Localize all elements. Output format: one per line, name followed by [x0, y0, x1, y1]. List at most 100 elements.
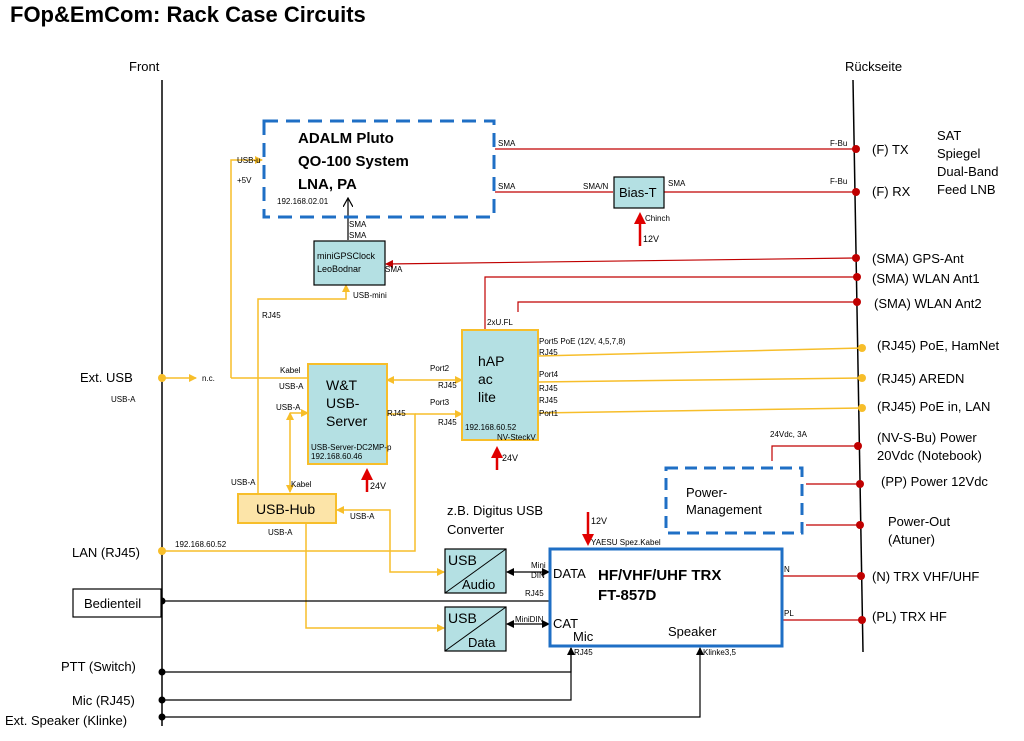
data-connections: [162, 156, 863, 632]
lbl-klinke: Klinke3,5: [703, 648, 736, 657]
rear-f-rx: (F) RX: [872, 184, 911, 199]
lbl-sma-tx: SMA: [498, 139, 516, 148]
biast-label: Bias-T: [619, 185, 657, 200]
pluto-ip: 192.168.02.01: [277, 197, 329, 206]
rear-f-tx: (F) TX: [872, 142, 909, 157]
front-speaker: Ext. Speaker (Klinke): [5, 713, 127, 728]
lbl-pl: PL: [784, 609, 794, 618]
wt-ip: 192.168.60.46: [311, 452, 363, 461]
lbl-port1: Port1: [539, 409, 559, 418]
rear-sat-3: Dual-Band: [937, 164, 998, 179]
lbl-sma-gps-2: SMA: [349, 231, 367, 240]
lbl-port4: Port4: [539, 370, 559, 379]
wt-line2: USB-: [326, 395, 360, 411]
hap-block: hAP ac lite 192.168.60.52: [461, 329, 539, 441]
wt-block: W&T USB- Server USB-Server-DC2MP-p 192.1…: [307, 363, 392, 465]
pluto-title: ADALM Pluto: [298, 130, 394, 147]
lbl-rj45-port1: RJ45: [539, 396, 558, 405]
pluto-block: ADALM Pluto QO-100 System LNA, PA 192.16…: [262, 119, 496, 219]
lbl-n: N: [784, 565, 790, 574]
usbhub-block: USB-Hub: [237, 493, 337, 524]
front-lan: LAN (RJ45): [72, 545, 140, 560]
lbl-sman: SMA/N: [583, 182, 609, 191]
hap-line1: hAP: [478, 353, 504, 369]
rear-nvs-2: 20Vdc (Notebook): [877, 448, 982, 463]
front-ptt: PTT (Switch): [61, 659, 136, 674]
lbl-uflx: 2xU.FL: [487, 318, 513, 327]
rear-n-trx: (N) TRX VHF/UHF: [872, 569, 979, 584]
usbaudio-block: USB Audio: [444, 548, 507, 594]
lbl-rj45-port2: RJ45: [438, 381, 457, 390]
rear-gps: (SMA) GPS-Ant: [872, 251, 964, 266]
bedienteil-label: Bedienteil: [84, 596, 141, 611]
lbl-rj45-port3: RJ45: [438, 418, 457, 427]
usbaudio-top: USB: [448, 552, 477, 568]
rf-connections: [385, 148, 862, 621]
lbl-sma-gps-1: SMA: [349, 220, 367, 229]
rear-wlan1: (SMA) WLAN Ant1: [872, 271, 980, 286]
lbl-mini-1: Mini: [531, 561, 546, 570]
lbl-din-1: DIN: [531, 571, 545, 580]
lbl-nvsteckv: NV-SteckV: [497, 433, 536, 442]
lbl-port5: Port5 PoE (12V, 4,5,7,8): [539, 337, 626, 346]
rear-nvs-1: (NV-S-Bu) Power: [877, 430, 977, 445]
lbl-sma-biast: SMA: [668, 179, 686, 188]
rear-label: Rückseite: [845, 59, 902, 74]
connector-labels: SMA F-Bu SMA SMA/N SMA F-Bu Chinch 12V S…: [175, 139, 847, 657]
lbl-24v-wt: 24V: [370, 481, 386, 491]
power-arrows: [361, 212, 646, 546]
trx-block: HF/VHF/UHF TRX FT-857D DATA CAT Mic Spea…: [548, 547, 784, 648]
lbl-kabel-2: Kabel: [291, 480, 312, 489]
front-ext-usb-type: USB-A: [111, 395, 136, 404]
digitus-line2: Converter: [447, 522, 505, 537]
lbl-usba-4: USB-A: [350, 512, 375, 521]
wt-line3: Server: [326, 413, 368, 429]
rear-sat-1: SAT: [937, 128, 961, 143]
lbl-usbmini: USB-mini: [353, 291, 387, 300]
lbl-rj45-wt: RJ45: [387, 409, 406, 418]
front-label: Front: [129, 59, 160, 74]
hap-line3: lite: [478, 389, 496, 405]
trx-speaker-port: Speaker: [668, 624, 717, 639]
lbl-usba-3: USB-A: [231, 478, 256, 487]
lbl-kabel-1: Kabel: [280, 366, 301, 375]
lbl-usba-1: USB-A: [279, 382, 304, 391]
lbl-12v-biast: 12V: [643, 234, 659, 244]
power-block: Power- Management: [664, 466, 804, 535]
hap-line2: ac: [478, 371, 493, 387]
usbdata-top: USB: [448, 610, 477, 626]
lbl-rj45-port5: RJ45: [539, 348, 558, 357]
front-ext-usb: Ext. USB: [80, 370, 133, 385]
trx-data-port: DATA: [553, 566, 586, 581]
rear-poe-hamnet: (RJ45) PoE, HamNet: [877, 338, 999, 353]
lbl-24v-hap: 24V: [502, 453, 518, 463]
lbl-24vdc: 24Vdc, 3A: [770, 430, 808, 439]
rear-pl-trx: (PL) TRX HF: [872, 609, 947, 624]
rear-aredn: (RJ45) AREDN: [877, 371, 964, 386]
rear-wlan2: (SMA) WLAN Ant2: [874, 296, 982, 311]
yellow-dots: [158, 344, 866, 555]
lbl-usba-5: USB-A: [268, 528, 293, 537]
lbl-rj45-port4: RJ45: [539, 384, 558, 393]
lbl-fbu-tx: F-Bu: [830, 139, 847, 148]
lbl-rj45-front: RJ45: [262, 311, 281, 320]
gpsclock-line1: miniGPSClock: [317, 251, 376, 261]
lbl-minidin-2: MiniDIN: [515, 615, 544, 624]
wt-line1: W&T: [326, 377, 358, 393]
bedienteil-block: Bedienteil: [72, 588, 162, 618]
front-nc: n.c.: [202, 374, 215, 383]
rear-pout-2: (Atuner): [888, 532, 935, 547]
gpsclock-line2: LeoBodnar: [317, 264, 361, 274]
rear-pp: (PP) Power 12Vdc: [881, 474, 988, 489]
lbl-5v: +5V: [237, 176, 252, 185]
lbl-rj45-bedien: RJ45: [525, 589, 544, 598]
power-line2: Management: [686, 502, 762, 517]
rear-sat-4: Feed LNB: [937, 182, 996, 197]
pluto-lna: LNA, PA: [298, 176, 357, 193]
lbl-port3: Port3: [430, 398, 450, 407]
wt-model: USB-Server-DC2MP-p: [311, 443, 392, 452]
black-dots: [158, 597, 166, 721]
power-line1: Power-: [686, 485, 727, 500]
lbl-fbu-rx: F-Bu: [830, 177, 847, 186]
